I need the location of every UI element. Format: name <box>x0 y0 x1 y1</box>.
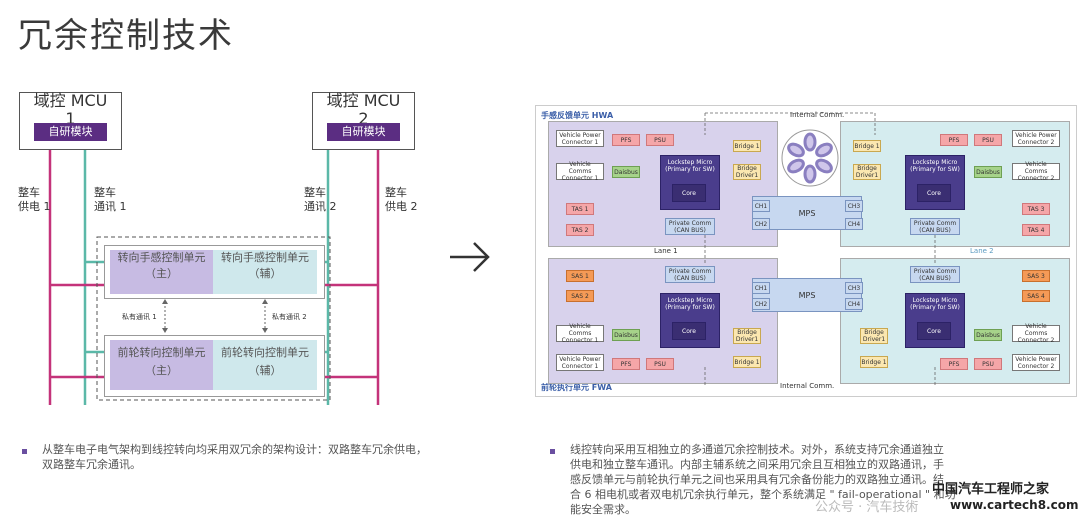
fwa-label: 前轮执行单元 FWA <box>541 383 612 392</box>
hwa-private-comm-1: Private Comm(CAN BUS) <box>665 218 715 235</box>
fwa-private-comm-2: Private Comm(CAN BUS) <box>910 266 960 283</box>
fwa-ch3: CH3 <box>845 282 863 294</box>
motor-phase-icon <box>781 129 839 187</box>
hwa-private-comm-2: Private Comm(CAN BUS) <box>910 218 960 235</box>
comm-1-label: 整车通讯 1 <box>94 186 127 213</box>
fwa-sas-1: SAS 1 <box>566 270 594 282</box>
hwa-tas-3: TAS 3 <box>1022 203 1050 215</box>
mcu-1-module: 自研模块 <box>34 123 107 141</box>
steering-main-unit: 转向手感控制单元（主） <box>110 250 213 294</box>
fwa-ch4: CH4 <box>845 298 863 310</box>
fwa-sas-2: SAS 2 <box>566 290 594 302</box>
fwa-core-1: Core <box>672 322 706 340</box>
hwa-daisbus-1: Daisbus <box>612 166 640 178</box>
power-1-label: 整车供电 1 <box>18 186 51 213</box>
hwa-label: 手感反馈单元 HWA <box>541 111 614 120</box>
wheel-main-unit: 前轮转向控制单元（主） <box>110 340 213 390</box>
mcu-2-module: 自研模块 <box>327 123 400 141</box>
page-title: 冗余控制技术 <box>18 16 234 56</box>
mps-bottom: MPS <box>752 278 862 312</box>
hwa-tas-1: TAS 1 <box>566 203 594 215</box>
steering-aux-unit: 转向手感控制单元（辅） <box>213 250 317 294</box>
watermark-site-url: www.cartech8.com <box>950 498 1079 512</box>
fwa-daisbus-1: Daisbus <box>612 329 640 341</box>
mcu-1-label: 域控 MCU <box>33 91 108 110</box>
private-comm-2: 私有通讯 2 <box>272 313 307 321</box>
hwa-daisbus-2: Daisbus <box>974 166 1002 178</box>
fwa-bridge-1-right: Bridge 1 <box>860 356 888 368</box>
right-diagram-connectors <box>704 112 936 387</box>
fwa-daisbus-2: Daisbus <box>974 329 1002 341</box>
fwa-bridge-1-left: Bridge 1 <box>733 356 761 368</box>
hwa-ch3: CH3 <box>845 200 863 212</box>
fwa-lockstep-2: Lockstep Micro(Primary for SW) <box>905 293 965 348</box>
hwa-core-1: Core <box>672 184 706 202</box>
left-diagram-lines <box>48 150 380 405</box>
wheel-aux-unit: 前轮转向控制单元（辅） <box>213 340 317 390</box>
power-2-label: 整车供电 2 <box>385 186 418 213</box>
hwa-pfs-2: PFS <box>940 134 968 146</box>
hwa-bridge-1-right: Bridge 1 <box>853 140 881 152</box>
hwa-ch4: CH4 <box>845 218 863 230</box>
mcu-1-num: 1 <box>65 109 76 128</box>
hwa-psu-2: PSU <box>974 134 1002 146</box>
fwa-core-2: Core <box>917 322 951 340</box>
bullet-marker-right <box>550 449 555 454</box>
fwa-pfs-1: PFS <box>612 358 640 370</box>
internal-comm-top: Internal Comm. <box>790 111 845 119</box>
private-comm-1: 私有通讯 1 <box>122 313 157 321</box>
comm-2-label: 整车通讯 2 <box>304 186 337 213</box>
hwa-core-2: Core <box>917 184 951 202</box>
lane-1-label: Lane 1 <box>654 247 678 255</box>
hwa-tas-4: TAS 4 <box>1022 224 1050 236</box>
hwa-pfs-1: PFS <box>612 134 640 146</box>
hwa-ch2: CH2 <box>752 218 770 230</box>
fwa-private-comm-1: Private Comm(CAN BUS) <box>665 266 715 283</box>
wechat-watermark: 公众号 · 汽车技術 <box>815 500 919 515</box>
watermark-site-name: 中国汽车工程师之家 <box>932 482 1050 497</box>
fwa-ch1: CH1 <box>752 282 770 294</box>
fwa-psu-2: PSU <box>974 358 1002 370</box>
mcu-2-num: 2 <box>358 109 369 128</box>
internal-comm-bottom: Internal Comm. <box>780 382 835 390</box>
hwa-ch1: CH1 <box>752 200 770 212</box>
fwa-sas-3: SAS 3 <box>1022 270 1050 282</box>
fwa-sas-4: SAS 4 <box>1022 290 1050 302</box>
hwa-psu-1: PSU <box>646 134 674 146</box>
fwa-pfs-2: PFS <box>940 358 968 370</box>
lane-2-label: Lane 2 <box>970 247 994 255</box>
right-bullet-text: 线控转向采用互相独立的多通道冗余控制技术。对外，系统支持冗余通道独立 供电和独立… <box>570 443 956 516</box>
left-bullet-text: 从整车电子电气架构到线控转向均采用双冗余的架构设计：双路整车冗余供电，双路整车冗… <box>42 443 427 471</box>
mcu-2-label: 域控 MCU <box>326 91 401 110</box>
fwa-psu-1: PSU <box>646 358 674 370</box>
bullet-marker-left <box>22 449 27 454</box>
fwa-ch2: CH2 <box>752 298 770 310</box>
mps-top: MPS <box>752 196 862 230</box>
hwa-tas-2: TAS 2 <box>566 224 594 236</box>
hwa-bridge-1-left: Bridge 1 <box>733 140 761 152</box>
transition-arrow-icon <box>450 242 490 272</box>
